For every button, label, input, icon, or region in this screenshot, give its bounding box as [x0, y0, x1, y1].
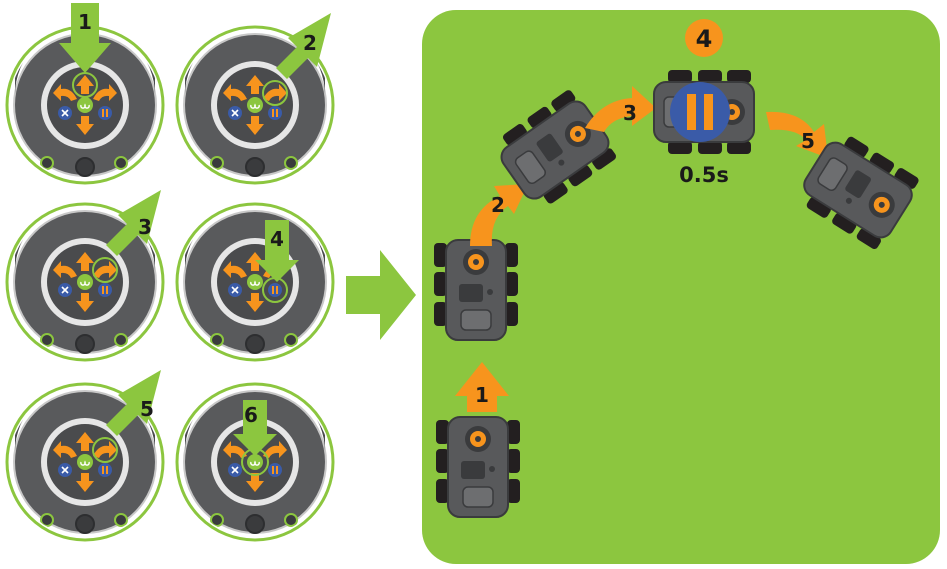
pause-step-badge: 4 — [685, 19, 723, 57]
pause-icon — [670, 82, 730, 142]
robot-start — [435, 416, 521, 518]
svg-text:3: 3 — [623, 101, 637, 125]
step-panel-1: 1 — [5, 3, 165, 185]
path-board: 1 2 3 4 0.5s 5 — [422, 10, 940, 564]
pointer-arrow-icon — [255, 220, 299, 282]
pointer-arrow-icon — [233, 400, 277, 456]
pointer-arrow-icon — [59, 3, 111, 73]
result-arrow-icon — [346, 250, 416, 340]
step-number: 5 — [140, 397, 154, 421]
move-arrow-5: 5 — [766, 111, 828, 158]
pointer-arrow-icon — [276, 13, 331, 79]
svg-text:2: 2 — [491, 193, 505, 217]
step-panel-2: 2 — [175, 13, 335, 185]
step-panel-6: 6 — [175, 382, 335, 542]
step-number: 2 — [303, 31, 317, 55]
step-number: 1 — [78, 10, 92, 34]
step-number: 3 — [138, 215, 152, 239]
move-arrow-3: 3 — [585, 86, 656, 132]
step-panel-5: 5 — [5, 370, 165, 542]
move-arrow-1: 1 — [455, 362, 509, 412]
step-number: 6 — [244, 403, 258, 427]
svg-text:4: 4 — [696, 25, 713, 53]
step-panels: 1 2 3 4 — [5, 3, 335, 542]
svg-text:5: 5 — [801, 129, 815, 153]
step-panel-3: 3 — [5, 190, 165, 362]
pause-time-label: 0.5s — [679, 163, 729, 187]
pointer-arrow-icon — [106, 370, 161, 436]
svg-text:1: 1 — [475, 383, 489, 407]
robot-step-1 — [433, 239, 519, 341]
pointer-arrow-icon — [106, 190, 161, 256]
step-panel-4: 4 — [175, 202, 335, 362]
move-arrow-2: 2 — [470, 184, 528, 246]
step-number: 4 — [270, 227, 284, 251]
